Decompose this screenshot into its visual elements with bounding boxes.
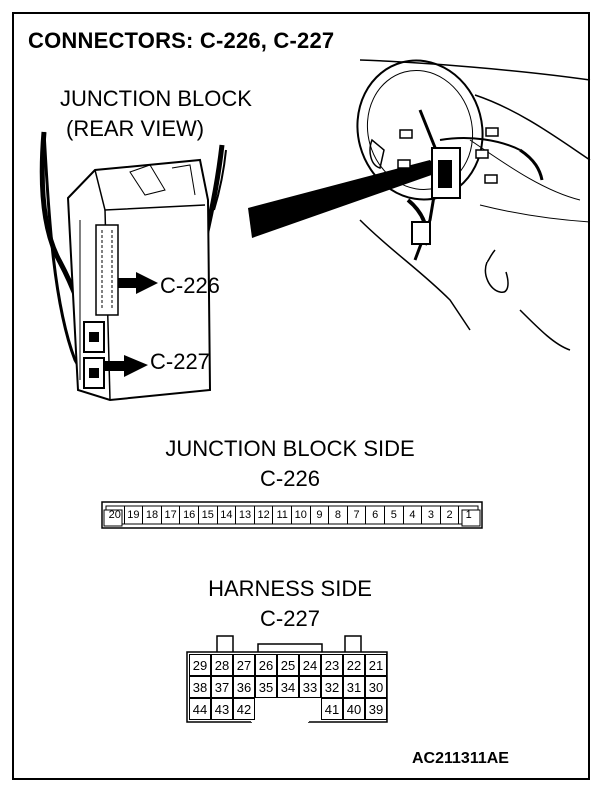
c227-pin: 39 — [365, 698, 387, 720]
junction-block-label: JUNCTION BLOCK — [60, 86, 252, 111]
c226-pin: 13 — [236, 506, 255, 524]
c227-pin: 43 — [211, 698, 233, 720]
c226-pin: 12 — [255, 506, 274, 524]
c226-pin: 7 — [348, 506, 367, 524]
figure-title: CONNECTORS: C-226, C-227 — [28, 28, 335, 53]
c226-pin: 4 — [404, 506, 423, 524]
c226-pin: 20 — [106, 506, 125, 524]
c227-pin: 23 — [321, 654, 343, 676]
c226-pin: 11 — [273, 506, 292, 524]
c227-pin: 37 — [211, 676, 233, 698]
c227-pin: 29 — [189, 654, 211, 676]
c227-pin: 42 — [233, 698, 255, 720]
c226-pin: 1 — [465, 509, 472, 521]
c226-pin: 5 — [385, 506, 404, 524]
c227-pin: 25 — [277, 654, 299, 676]
c227-pin: 41 — [321, 698, 343, 720]
c227-pin: 36 — [233, 676, 255, 698]
c227-pin: 24 — [299, 654, 321, 676]
figure-frame — [12, 12, 590, 780]
c226-pin: 3 — [422, 506, 441, 524]
c226-pin: 8 — [329, 506, 348, 524]
c226-pin: 19 — [125, 506, 144, 524]
c227-pin: 27 — [233, 654, 255, 676]
c227-pin: 33 — [299, 676, 321, 698]
harness-side-heading: HARNESS SIDE — [208, 576, 372, 601]
junction-side-connector: C-226 — [260, 466, 320, 491]
c227-pin: 35 — [255, 676, 277, 698]
c227-callout: C-227 — [150, 349, 210, 374]
c227-pin: 31 — [343, 676, 365, 698]
c227-pin: 40 — [343, 698, 365, 720]
c227-pin: 30 — [365, 676, 387, 698]
rear-view-label: (REAR VIEW) — [66, 116, 205, 141]
c226-pin: 6 — [366, 506, 385, 524]
c227-pin: 32 — [321, 676, 343, 698]
c227-pin: 38 — [189, 676, 211, 698]
c227-pin: 21 — [365, 654, 387, 676]
c227-pin: 22 — [343, 654, 365, 676]
c226-pin: 15 — [199, 506, 218, 524]
c227-pin: 34 — [277, 676, 299, 698]
junction-side-heading: JUNCTION BLOCK SIDE — [165, 436, 415, 461]
harness-side-connector: C-227 — [260, 606, 320, 631]
c226-pin: 14 — [218, 506, 237, 524]
c226-pin: 16 — [180, 506, 199, 524]
c227-pin: 26 — [255, 654, 277, 676]
c226-pin: 9 — [311, 506, 330, 524]
c226-pin: 17 — [162, 506, 181, 524]
c227-pin: 28 — [211, 654, 233, 676]
c226-pin: 2 — [441, 506, 460, 524]
c227-pin: 44 — [189, 698, 211, 720]
c226-pin: 18 — [143, 506, 162, 524]
figure-code: AC211311AE — [412, 750, 509, 767]
c226-callout: C-226 — [160, 273, 220, 298]
c226-pin: 10 — [292, 506, 311, 524]
